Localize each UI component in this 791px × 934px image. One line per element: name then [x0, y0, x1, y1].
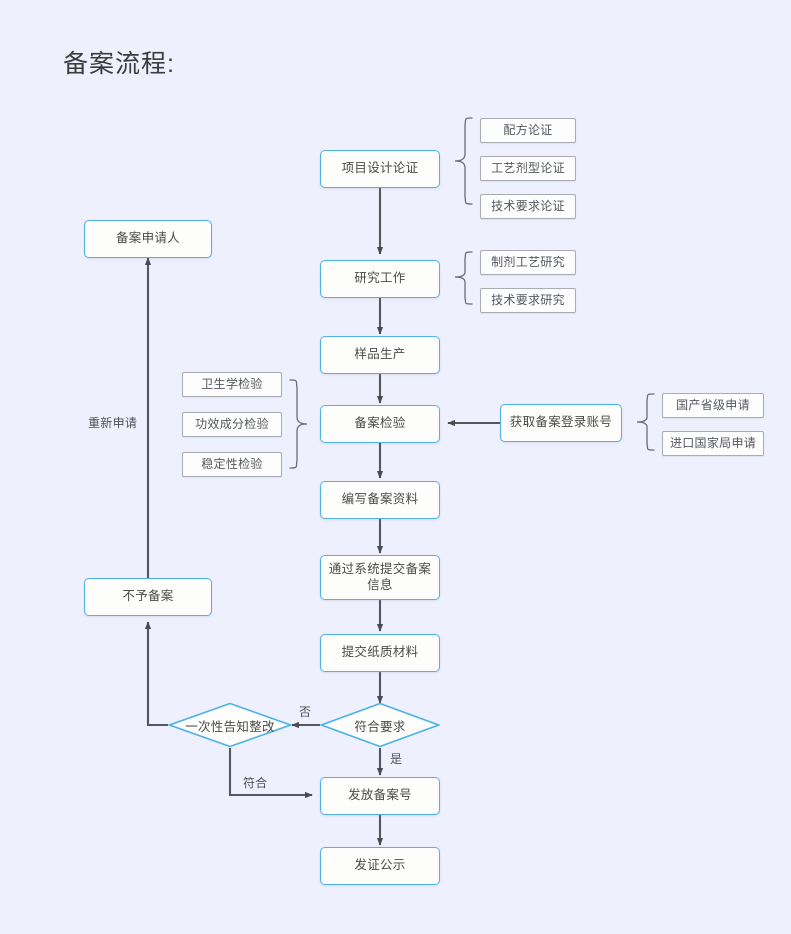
node-label: 发放备案号	[347, 788, 412, 803]
node-issue-number[interactable]: 发放备案号	[320, 777, 440, 815]
sub-node-label: 制剂工艺研究	[491, 255, 565, 269]
sub-node-label: 技术要求论证	[491, 199, 565, 213]
decision-meets-requirements[interactable]: 符合要求	[320, 702, 440, 748]
brace-account-items	[636, 393, 655, 451]
edge-label-no: 否	[299, 705, 312, 719]
brace-research-work	[454, 251, 473, 305]
edge-label-yes: 是	[390, 752, 403, 766]
edge-label-reapply: 重新申请	[88, 416, 138, 430]
node-record-inspection[interactable]: 备案检验	[320, 405, 440, 443]
sub-node-label: 工艺剂型论证	[491, 161, 565, 175]
node-certificate-publicity[interactable]: 发证公示	[320, 847, 440, 885]
node-get-account[interactable]: 获取备案登录账号	[500, 404, 622, 442]
decision-label: 符合要求	[354, 719, 406, 734]
decision-label: 一次性告知整改	[185, 719, 275, 734]
node-label: 不予备案	[122, 589, 174, 604]
node-submit-system[interactable]: 通过系统提交备案信息	[320, 555, 440, 600]
sub-node-hygiene-inspection[interactable]: 卫生学检验	[182, 372, 282, 397]
sub-node-label: 配方论证	[503, 123, 553, 137]
decision-one-time-notice[interactable]: 一次性告知整改	[168, 702, 292, 748]
brace-inspection-items	[289, 379, 308, 469]
sub-node-label: 技术要求研究	[491, 293, 565, 307]
node-label: 获取备案登录账号	[509, 415, 613, 430]
node-submit-paper[interactable]: 提交纸质材料	[320, 634, 440, 672]
node-sample-production[interactable]: 样品生产	[320, 336, 440, 374]
sub-node-label: 卫生学检验	[201, 377, 263, 391]
sub-node-process-dosage-demonstration[interactable]: 工艺剂型论证	[480, 156, 576, 181]
node-label: 通过系统提交备案信息	[328, 561, 432, 592]
sub-node-technical-requirement-research[interactable]: 技术要求研究	[480, 288, 576, 313]
sub-node-formula-demonstration[interactable]: 配方论证	[480, 118, 576, 143]
node-label: 备案申请人	[115, 231, 180, 246]
node-label: 项目设计论证	[341, 161, 419, 176]
node-label: 研究工作	[354, 271, 406, 286]
node-no-record[interactable]: 不予备案	[84, 578, 212, 616]
node-write-materials[interactable]: 编写备案资料	[320, 481, 440, 519]
sub-node-label: 功效成分检验	[195, 417, 269, 431]
diamond-shape	[320, 702, 440, 748]
brace-project-design	[454, 117, 473, 205]
node-project-design[interactable]: 项目设计论证	[320, 150, 440, 188]
sub-node-import-national-application[interactable]: 进口国家局申请	[662, 431, 764, 456]
sub-node-label: 稳定性检验	[201, 457, 263, 471]
page-title: 备案流程:	[63, 50, 175, 78]
node-label: 备案检验	[354, 416, 406, 431]
sub-node-label: 国产省级申请	[676, 398, 750, 412]
node-applicant[interactable]: 备案申请人	[84, 220, 212, 258]
sub-node-label: 进口国家局申请	[669, 436, 757, 450]
sub-node-technical-requirement-demonstration[interactable]: 技术要求论证	[480, 194, 576, 219]
node-research-work[interactable]: 研究工作	[320, 260, 440, 298]
node-label: 编写备案资料	[341, 492, 419, 507]
node-label: 样品生产	[354, 347, 406, 362]
sub-node-efficacy-component-inspection[interactable]: 功效成分检验	[182, 412, 282, 437]
sub-node-stability-inspection[interactable]: 稳定性检验	[182, 452, 282, 477]
sub-node-domestic-provincial-application[interactable]: 国产省级申请	[662, 393, 764, 418]
sub-node-preparation-process-research[interactable]: 制剂工艺研究	[480, 250, 576, 275]
edge-label-conform: 符合	[243, 776, 268, 790]
diamond-shape	[168, 702, 292, 748]
node-label: 提交纸质材料	[341, 645, 419, 660]
node-label: 发证公示	[354, 858, 406, 873]
